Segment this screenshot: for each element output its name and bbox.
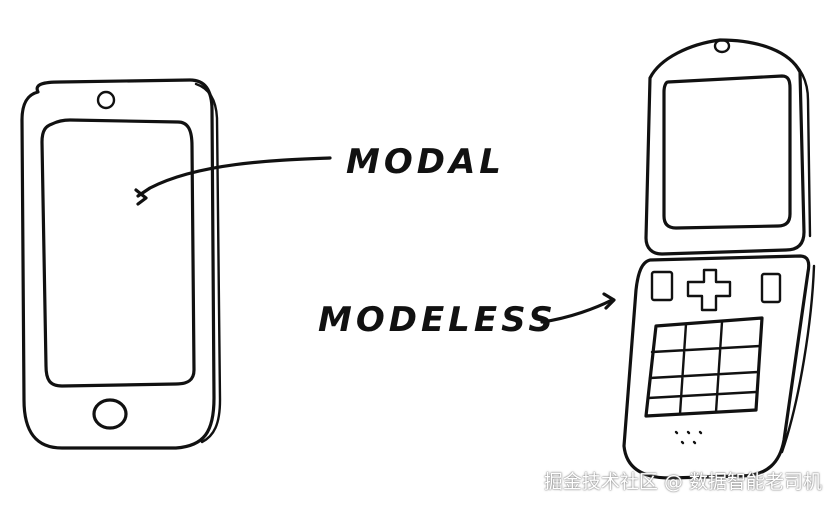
flip-phone-keypad-grid [646, 320, 762, 416]
flip-phone-screen [662, 74, 792, 230]
smartphone-camera [96, 90, 116, 110]
watermark: 掘金技术社区 @ 数据智能老司机 [543, 471, 822, 493]
flip-phone-softkey-left [650, 270, 674, 302]
modal-arrow [134, 156, 332, 206]
modeless-arrow [540, 292, 616, 324]
smartphone-side-edge [194, 82, 222, 444]
flip-phone-speaker-dots [674, 430, 703, 445]
smartphone-screen [40, 118, 196, 388]
smartphone-body [20, 78, 216, 450]
flip-phone-top-shell [644, 38, 806, 256]
modal-label: MODAL [346, 142, 505, 182]
flip-phone-keypad-outline [644, 316, 764, 418]
modeless-label: MODELESS [318, 300, 557, 340]
flip-phone-bottom-edge [780, 264, 816, 454]
flip-phone-bottom-shell [622, 254, 811, 480]
flip-phone-top-edge [784, 54, 812, 238]
flip-phone-dpad-icon [686, 268, 732, 312]
flip-phone-softkey-right [760, 272, 782, 304]
smartphone-home-button [92, 398, 128, 430]
flip-phone-earpiece [713, 38, 731, 54]
smartphone-sketch [20, 78, 222, 450]
flip-phone-sketch [622, 38, 816, 480]
